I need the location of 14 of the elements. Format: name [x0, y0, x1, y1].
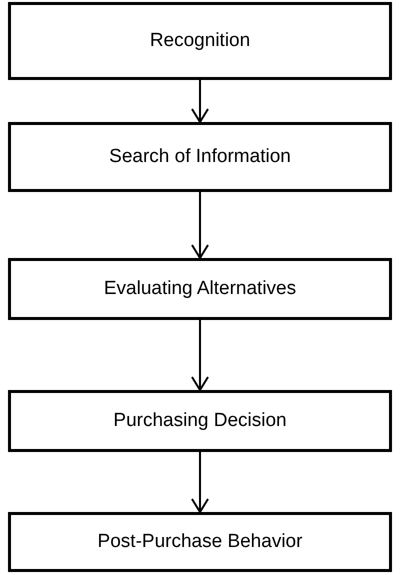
process-box: [8, 390, 392, 452]
arrow: [191, 192, 209, 259]
arrow: [191, 452, 209, 513]
process-box: [8, 512, 392, 572]
process-box: [8, 258, 392, 320]
arrow: [191, 320, 209, 391]
step-label: Recognition: [150, 30, 250, 52]
process-box: [8, 2, 392, 80]
process-box: [8, 122, 392, 192]
step-label: Purchasing Decision: [113, 410, 287, 432]
step-label: Evaluating Alternatives: [104, 278, 296, 300]
step-label: Post-Purchase Behavior: [98, 531, 302, 553]
arrow: [191, 80, 209, 123]
step-label: Search of Information: [109, 146, 291, 168]
